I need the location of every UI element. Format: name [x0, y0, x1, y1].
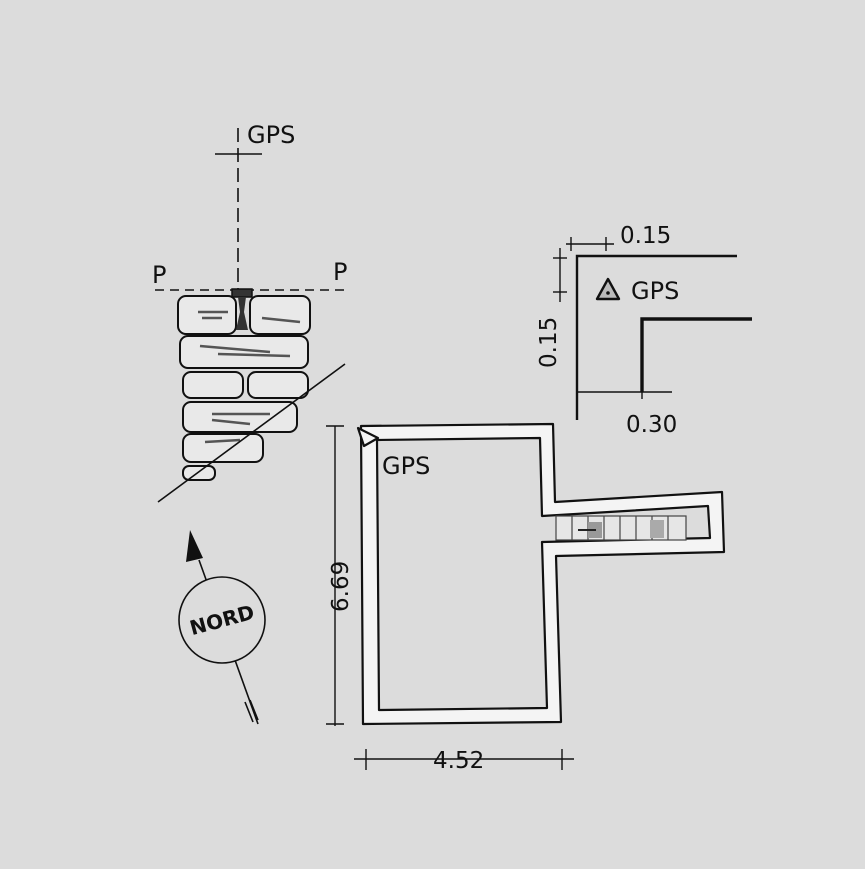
gps-anchor-bolt — [236, 297, 248, 330]
outer-wall-corner — [575, 254, 737, 420]
section-label-right: P — [333, 258, 347, 286]
gps-detail-label: GPS — [631, 277, 679, 305]
gps-plan-view: GPS 6.69 4.52 — [326, 422, 726, 774]
dim-top-label: 0.15 — [620, 223, 671, 249]
triangle-marker-icon — [595, 277, 621, 301]
dim-side-label: 0.15 — [536, 317, 562, 368]
ground-slope-line — [157, 363, 346, 503]
plan-gps-marker-icon — [356, 426, 380, 448]
gps-corner-detail: 0.15 0.15 0.30 GPS — [536, 223, 752, 438]
plan-steps — [555, 515, 687, 541]
gps-plan-label: GPS — [382, 452, 430, 480]
stone-texture — [198, 310, 301, 444]
north-circle — [178, 576, 266, 664]
section-label-left: P — [152, 261, 166, 289]
gps-section-detail: GPS P P — [152, 121, 347, 503]
plan-inner-wall — [375, 436, 712, 712]
inner-wall-corner — [640, 317, 752, 392]
gps-top-label: GPS — [247, 121, 295, 149]
gps-anchor-head — [231, 288, 253, 298]
dim-height-label: 6.69 — [328, 561, 354, 612]
north-arrow-icon: NORD — [178, 530, 266, 725]
dim-bottom-label: 0.30 — [626, 412, 677, 438]
dim-width-label: 4.52 — [433, 748, 484, 774]
stone-wall — [177, 295, 311, 481]
